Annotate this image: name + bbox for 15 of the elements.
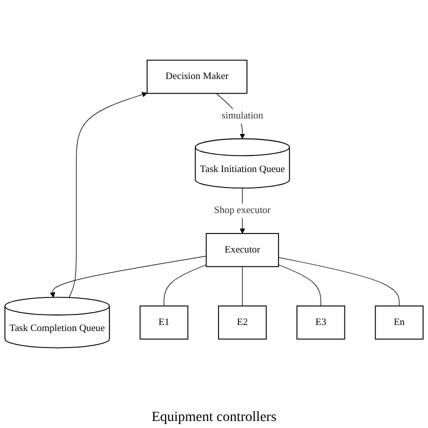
node-box: E1: [140, 306, 188, 340]
edge-label: Shop executor: [214, 205, 271, 216]
node-box: Decision Maker: [146, 60, 248, 94]
arrow: [68, 92, 148, 298]
edge-label: simulation: [222, 110, 264, 121]
connector: [242, 266, 243, 306]
connector: [278, 257, 400, 306]
connector: [164, 264, 207, 306]
node-box: En: [374, 306, 424, 340]
node-box: E3: [296, 306, 346, 340]
node-box: E2: [218, 306, 267, 340]
connector: [278, 264, 322, 306]
note-text: Equipment controllers: [152, 410, 276, 426]
node-box: Executor: [206, 233, 279, 268]
arrow: [50, 256, 207, 298]
